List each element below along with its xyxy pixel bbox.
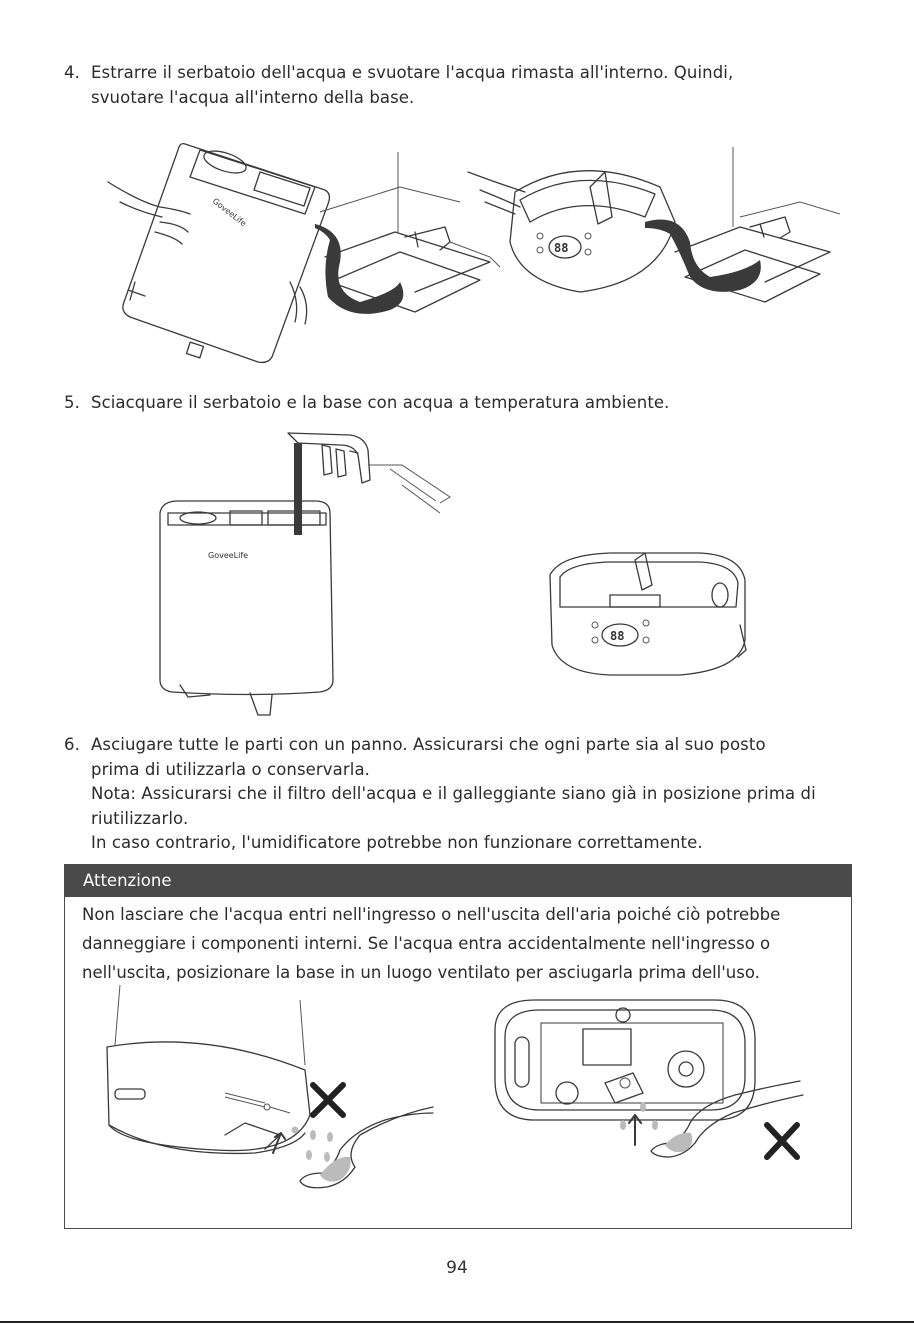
- sink-drawing: [674, 147, 840, 303]
- step-text-line: Asciugare tutte le parti con un panno. A…: [91, 735, 766, 754]
- warning-line: Non lasciare che l'acqua entri nell'ingr…: [82, 905, 781, 924]
- water-tank-drawing: GoveeLife: [159, 500, 334, 716]
- warning-line: nell'uscita, posizionare la base in un l…: [82, 963, 760, 982]
- humidifier-base-drawing: 88: [467, 170, 676, 293]
- rinsing-illustration: GoveeLife 88: [140, 425, 760, 725]
- cross-mark-icon: [310, 1082, 346, 1118]
- warning-title: Attenzione: [65, 865, 851, 897]
- step-text-line: svuotare l'acqua all'interno della base.: [91, 87, 415, 107]
- cross-mark-icon: [764, 1122, 800, 1160]
- note-line: In caso contrario, l'umidificatore potre…: [91, 833, 703, 852]
- humidifier-base-drawing: 88: [549, 552, 747, 676]
- humidifier-base-drawing: [494, 999, 756, 1146]
- page-number: 94: [446, 1258, 468, 1278]
- water-tank-drawing: GoveeLife: [122, 142, 331, 364]
- warning-line: danneggiare i componenti interni. Se l'a…: [82, 934, 771, 953]
- note-line: Nota: Assicurarsi che il filtro dell'acq…: [91, 784, 816, 803]
- display-digits: 88: [610, 629, 624, 643]
- step-number: 4.: [64, 63, 80, 82]
- note-line: riutilizzarlo.: [91, 808, 189, 828]
- wrong-drying-illustration: [95, 985, 835, 1225]
- faucet-drawing: [287, 432, 451, 514]
- page-bottom-border: [0, 1321, 914, 1323]
- step-text-line: Sciacquare il serbatoio e la base con ac…: [91, 393, 670, 412]
- brand-label: GoveeLife: [211, 196, 248, 228]
- step-number: 5.: [64, 393, 80, 412]
- brand-label: GoveeLife: [208, 551, 248, 560]
- step-6: 6. Asciugare tutte le parti con un panno…: [64, 733, 874, 856]
- sink-drawing: [319, 152, 501, 313]
- warning-text: Non lasciare che l'acqua entri nell'ingr…: [65, 897, 851, 987]
- step-5: 5. Sciacquare il serbatoio e la base con…: [64, 391, 874, 416]
- display-digits: 88: [554, 241, 568, 255]
- step-number: 6.: [64, 735, 80, 754]
- water-drops: [620, 1102, 658, 1130]
- warning-box: Attenzione Non lasciare che l'acqua entr…: [64, 864, 852, 1229]
- step-text-line: Estrarre il serbatoio dell'acqua e svuot…: [91, 63, 734, 82]
- step-text-line: prima di utilizzarla o conservarla.: [91, 759, 371, 779]
- water-drops: [291, 1126, 333, 1162]
- step-4: 4. Estrarre il serbatoio dell'acqua e sv…: [64, 61, 874, 110]
- humidifier-base-drawing: [106, 985, 311, 1155]
- emptying-water-illustration: GoveeLife 88: [100, 132, 840, 372]
